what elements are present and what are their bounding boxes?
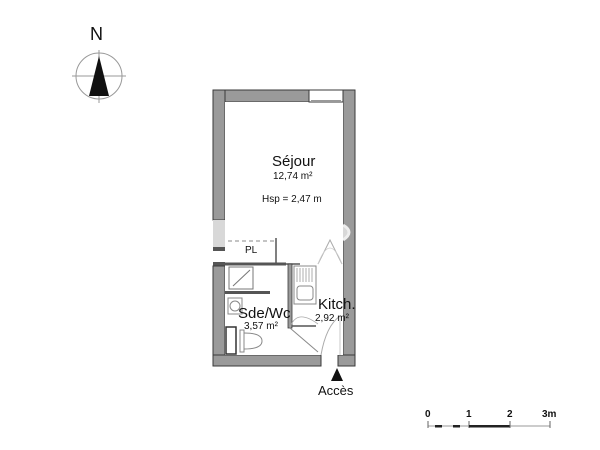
door-bathroom[interactable]	[289, 316, 319, 353]
exterior-walls	[212, 89, 356, 367]
door-kitchen-to-living[interactable]	[317, 238, 343, 265]
room-area-kitchen: 2,92 m²	[315, 313, 349, 324]
closet-label: PL	[245, 245, 258, 256]
entrance-arrow-icon	[331, 368, 343, 381]
shower-icon	[228, 266, 254, 290]
sink-icon	[227, 297, 243, 315]
door-entrance[interactable]	[320, 315, 341, 356]
window-icon	[308, 89, 344, 103]
ceiling-height-note: Hsp = 2,47 m	[262, 194, 322, 205]
scale-tick-0: 0	[425, 409, 431, 420]
scale-tick-3m: 3m	[542, 409, 557, 420]
scale-bar	[427, 421, 551, 428]
room-name-kitchen: Kitch.	[318, 296, 356, 313]
scale-tick-1: 1	[466, 409, 472, 420]
toilet-icon	[225, 326, 263, 355]
room-area-sejour: 12,74 m²	[273, 171, 313, 182]
north-label: N	[90, 24, 103, 44]
interior-partitions	[225, 238, 316, 329]
room-name-sde-wc: Sde/Wc	[238, 305, 291, 322]
room-area-sde-wc: 3,57 m²	[244, 321, 278, 332]
entrance-label: Accès	[318, 383, 354, 398]
scale-tick-2: 2	[507, 409, 513, 420]
room-name-sejour: Séjour	[272, 153, 316, 170]
kitchen-sink-icon	[293, 265, 317, 305]
compass-icon	[72, 50, 126, 103]
